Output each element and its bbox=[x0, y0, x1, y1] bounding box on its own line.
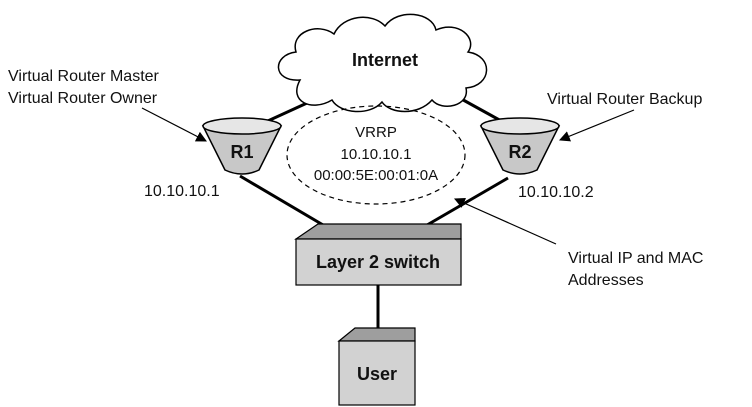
switch-label: Layer 2 switch bbox=[316, 252, 440, 272]
internet-label: Internet bbox=[352, 50, 418, 70]
vrrp-virtual-mac: 00:00:5E:00:01:0A bbox=[314, 167, 438, 184]
router-r2-top bbox=[480, 117, 560, 135]
router-r2: R2 bbox=[479, 117, 561, 175]
virtual-annotation-line2: Addresses bbox=[568, 272, 644, 289]
r1-ip: 10.10.10.1 bbox=[144, 183, 220, 200]
layer2-switch: Layer 2 switch bbox=[294, 223, 462, 286]
user-label: User bbox=[357, 364, 397, 384]
vrrp-group: VRRP 10.10.10.1 00:00:5E:00:01:0A bbox=[286, 105, 466, 205]
user-front-face bbox=[338, 340, 416, 406]
internet-cloud: Internet bbox=[277, 13, 488, 113]
r1-role-owner: Virtual Router Owner bbox=[8, 90, 158, 107]
router-r1-label: R1 bbox=[230, 142, 253, 162]
switch-front-face bbox=[295, 238, 462, 286]
virtual-annotation-line1: Virtual IP and MAC bbox=[568, 250, 703, 267]
router-r2-body bbox=[479, 125, 561, 175]
switch-top-face bbox=[294, 223, 462, 240]
r2-role-arrow bbox=[558, 109, 635, 142]
vrrp-virtual-ip: 10.10.10.1 bbox=[341, 146, 412, 163]
r1-role-arrow bbox=[141, 107, 207, 142]
router-r2-label: R2 bbox=[508, 142, 531, 162]
vrrp-ellipse bbox=[286, 105, 466, 205]
router-r1-top bbox=[202, 117, 282, 135]
cloud-shape bbox=[277, 13, 488, 113]
virtual-annotation-arrow bbox=[454, 198, 557, 245]
vrrp-protocol: VRRP bbox=[355, 124, 397, 141]
r2-ip: 10.10.10.2 bbox=[518, 184, 594, 201]
user-top-face bbox=[337, 327, 416, 342]
link-r1-switch bbox=[239, 174, 336, 234]
user-node: User bbox=[337, 327, 416, 406]
r2-role-backup: Virtual Router Backup bbox=[547, 91, 702, 108]
r1-role-master: Virtual Router Master bbox=[8, 68, 160, 85]
router-r1: R1 bbox=[201, 117, 283, 175]
router-r1-body bbox=[201, 125, 283, 175]
